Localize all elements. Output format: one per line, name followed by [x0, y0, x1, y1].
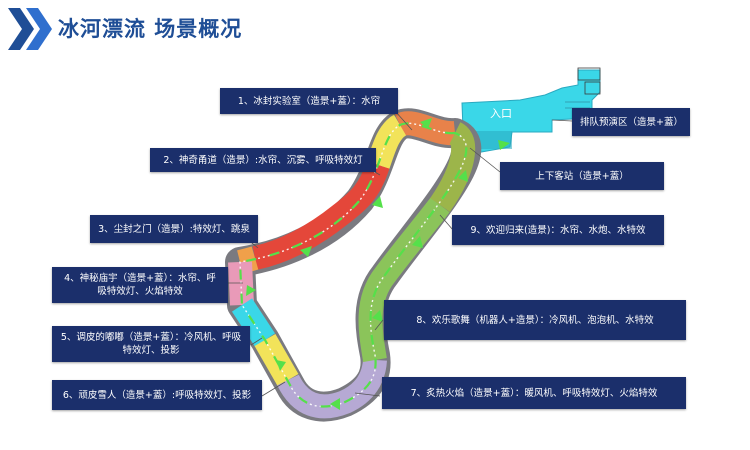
flow-arrow-icon [372, 310, 383, 322]
callout-zone1-text: 1、冰封实验室（造景+蓋）：水帘 [237, 95, 381, 107]
title-bar: 冰河漂流 场景概况 [0, 0, 750, 58]
callout-zone9-text: 9、欢迎归来(造景)：水帘、水炮、水特效 [470, 224, 646, 236]
flow-arrow-icon [420, 118, 432, 129]
flow-arrow-icon [372, 196, 383, 208]
track-segment-zone9-olive [430, 122, 476, 212]
track-segment-zone2-red [252, 161, 390, 270]
flow-arrow-icon [412, 236, 423, 248]
callout-zone7-text: 7、炙热火焰（造景+蓋）：暖风机、呼吸特效灯、火焰特效 [410, 387, 658, 399]
callout-zone5: 5、调皮的嘟嘟（造景+蓋）：冷风机、呼吸特效灯、投影 [52, 326, 250, 362]
track-segment-zone1-yellow [366, 114, 408, 169]
callout-zone8: 8、欢乐歌舞（机器人+造景）：冷风机、泡泡机、水特效 [384, 300, 686, 340]
callout-zone4: 4、神秘庙宇（造景+蓋）：水帘、呼吸特效灯、火焰特效 [52, 267, 228, 303]
callout-zone3: 3、尘封之门（造景）:特效灯、跳泉 [90, 215, 258, 243]
track-flow-line [238, 122, 468, 408]
callout-zone2: 2、神奇甬道（造景）:水帘、沉雾、呼吸特效灯 [150, 148, 376, 172]
callout-queue-text: 排队预演区（造景+蓋） [580, 116, 683, 128]
callout-zone1: 1、冰封实验室（造景+蓋）：水帘 [220, 88, 398, 114]
flow-arrow-icon [458, 170, 468, 182]
title-chevron-icon [8, 8, 52, 50]
callout-zone2-text: 2、神奇甬道（造景）:水帘、沉雾、呼吸特效灯 [163, 154, 363, 166]
flow-arrow-icon [498, 140, 510, 150]
callout-station-text: 上下客站（造景+蓋） [535, 170, 629, 182]
callout-queue: 排队预演区（造景+蓋） [572, 108, 690, 136]
flow-arrows [246, 118, 510, 410]
flow-arrow-icon [276, 360, 286, 371]
callout-zone6-text: 6、顽皮雪人（造景+蓋）:呼吸特效灯、投影 [62, 389, 252, 401]
flow-arrow-icon [330, 398, 340, 410]
callout-zone4-text: 4、神秘庙宇（造景+蓋）：水帘、呼吸特效灯、火焰特效 [64, 273, 216, 297]
flow-arrow-icon [246, 285, 256, 296]
callout-station: 上下客站（造景+蓋） [500, 162, 664, 190]
page-title: 冰河漂流 场景概况 [58, 17, 243, 41]
callout-zone9: 9、欢迎归来(造景)：水帘、水炮、水特效 [452, 215, 664, 245]
callout-zone3-text: 3、尘封之门（造景）:特效灯、跳泉 [98, 223, 250, 235]
callout-zone6: 6、顽皮雪人（造景+蓋）:呼吸特效灯、投影 [52, 380, 262, 410]
callout-zone5-text: 5、调皮的嘟嘟（造景+蓋）：冷风机、呼吸特效灯、投影 [60, 332, 242, 356]
flow-arrow-icon [300, 246, 312, 257]
callout-zone7: 7、炙热火焰（造景+蓋）：暖风机、呼吸特效灯、火焰特效 [382, 377, 686, 409]
track-centerline [239, 122, 467, 408]
entrance-label: 入口 [490, 107, 512, 120]
river-track [225, 108, 482, 422]
callout-zone8-text: 8、欢乐歌舞（机器人+造景）：冷风机、泡泡机、水特效 [416, 314, 654, 326]
